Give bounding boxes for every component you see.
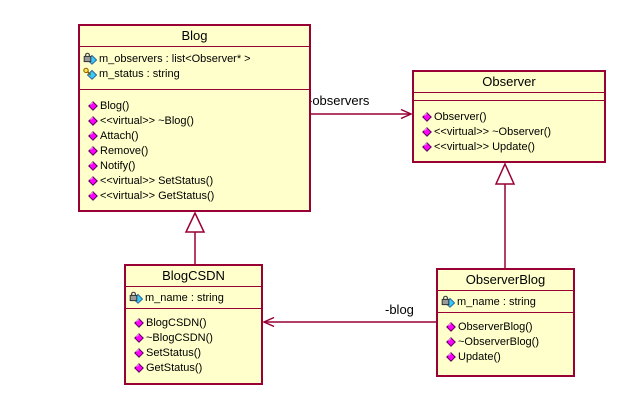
generalization-blogcsdn-blog[interactable] (184, 211, 206, 264)
public-method-icon (134, 362, 144, 373)
attribute-row: m_observers : list<Observer* > (80, 51, 309, 66)
method-text: Update() (458, 350, 501, 363)
class-box-blogcsdn[interactable]: BlogCSDN m_name : string BlogCSDN() ~Blo… (124, 264, 263, 385)
class-box-observer[interactable]: Observer Observer() <<virtual>> ~Observe… (412, 70, 606, 163)
method-row: <<virtual>> ~Blog() (80, 113, 309, 128)
public-method-icon (134, 332, 144, 343)
method-row: Observer() (414, 109, 604, 124)
method-row: Blog() (80, 98, 309, 113)
methods-section: Observer() <<virtual>> ~Observer() <<vir… (414, 101, 604, 154)
hollow-triangle-icon (184, 211, 206, 233)
class-title: Observer (414, 72, 604, 93)
method-text: <<virtual>> SetStatus() (100, 174, 214, 187)
public-method-icon (88, 100, 98, 111)
class-title: BlogCSDN (126, 266, 261, 287)
methods-section: Blog() <<virtual>> ~Blog() Attach() Remo… (80, 90, 309, 203)
attribute-text: m_status : string (99, 67, 180, 80)
public-method-icon (446, 321, 456, 332)
method-text: Notify() (100, 159, 136, 172)
public-method-icon (88, 145, 98, 156)
open-arrowhead-icon (400, 108, 413, 120)
method-text: <<virtual>> ~Blog() (100, 114, 194, 127)
method-text: Attach() (100, 129, 139, 142)
method-text: <<virtual>> ~Observer() (434, 125, 552, 138)
attribute-text: m_observers : list<Observer* > (99, 52, 251, 65)
attribute-text: m_name : string (457, 295, 536, 308)
public-method-icon (422, 126, 432, 137)
public-method-icon (422, 111, 432, 122)
method-text: Blog() (100, 99, 130, 112)
attributes-section: m_name : string (438, 291, 573, 313)
public-method-icon (422, 141, 432, 152)
association-label-observers[interactable]: -observers (308, 93, 370, 108)
methods-section: ObserverBlog() ~ObserverBlog() Update() (438, 313, 573, 364)
attributes-section (414, 93, 604, 101)
public-method-icon (88, 130, 98, 141)
class-box-blog[interactable]: Blog m_observers : list<Observer* > m_st… (78, 24, 311, 212)
private-lock-icon (129, 291, 143, 304)
method-text: <<virtual>> GetStatus() (100, 189, 215, 202)
method-row: <<virtual>> Update() (414, 139, 604, 154)
class-title: ObserverBlog (438, 270, 573, 291)
method-row: ~BlogCSDN() (126, 330, 261, 345)
method-row: Attach() (80, 128, 309, 143)
class-box-observerblog[interactable]: ObserverBlog m_name : string ObserverBlo… (436, 268, 575, 377)
method-row: BlogCSDN() (126, 315, 261, 330)
association-label-blog[interactable]: -blog (385, 302, 414, 317)
attribute-row: m_name : string (438, 294, 573, 309)
method-text: ObserverBlog() (458, 320, 533, 333)
method-text: GetStatus() (146, 361, 203, 374)
public-method-icon (134, 347, 144, 358)
method-text: BlogCSDN() (146, 316, 207, 329)
attribute-row: m_name : string (126, 290, 261, 305)
open-arrowhead-icon (262, 316, 275, 328)
method-text: ~ObserverBlog() (458, 335, 540, 348)
method-text: Observer() (434, 110, 487, 123)
public-method-icon (446, 336, 456, 347)
protected-key-icon (83, 67, 97, 80)
private-lock-icon (83, 52, 97, 65)
method-row: Update() (438, 349, 573, 364)
public-method-icon (446, 351, 456, 362)
method-text: <<virtual>> Update() (434, 140, 535, 153)
methods-section: BlogCSDN() ~BlogCSDN() SetStatus() GetSt… (126, 309, 261, 375)
hollow-triangle-icon (494, 162, 516, 185)
method-row: ObserverBlog() (438, 319, 573, 334)
attributes-section: m_name : string (126, 287, 261, 309)
private-lock-icon (441, 295, 455, 308)
method-row: <<virtual>> SetStatus() (80, 173, 309, 188)
method-row: <<virtual>> GetStatus() (80, 188, 309, 203)
generalization-observerblog-observer[interactable] (494, 162, 516, 268)
method-row: <<virtual>> ~Observer() (414, 124, 604, 139)
public-method-icon (134, 317, 144, 328)
method-text: ~BlogCSDN() (146, 331, 213, 344)
method-row: GetStatus() (126, 360, 261, 375)
method-row: Notify() (80, 158, 309, 173)
public-method-icon (88, 160, 98, 171)
public-method-icon (88, 175, 98, 186)
association-observerblog-blogcsdn[interactable] (262, 316, 436, 328)
method-text: Remove() (100, 144, 149, 157)
method-row: Remove() (80, 143, 309, 158)
attribute-row: m_status : string (80, 66, 309, 81)
class-title: Blog (80, 26, 309, 47)
attribute-text: m_name : string (145, 291, 224, 304)
public-method-icon (88, 115, 98, 126)
attributes-section: m_observers : list<Observer* > m_status … (80, 47, 309, 90)
public-method-icon (88, 190, 98, 201)
method-text: SetStatus() (146, 346, 202, 359)
method-row: ~ObserverBlog() (438, 334, 573, 349)
method-row: SetStatus() (126, 345, 261, 360)
association-blog-observer[interactable] (311, 108, 413, 120)
